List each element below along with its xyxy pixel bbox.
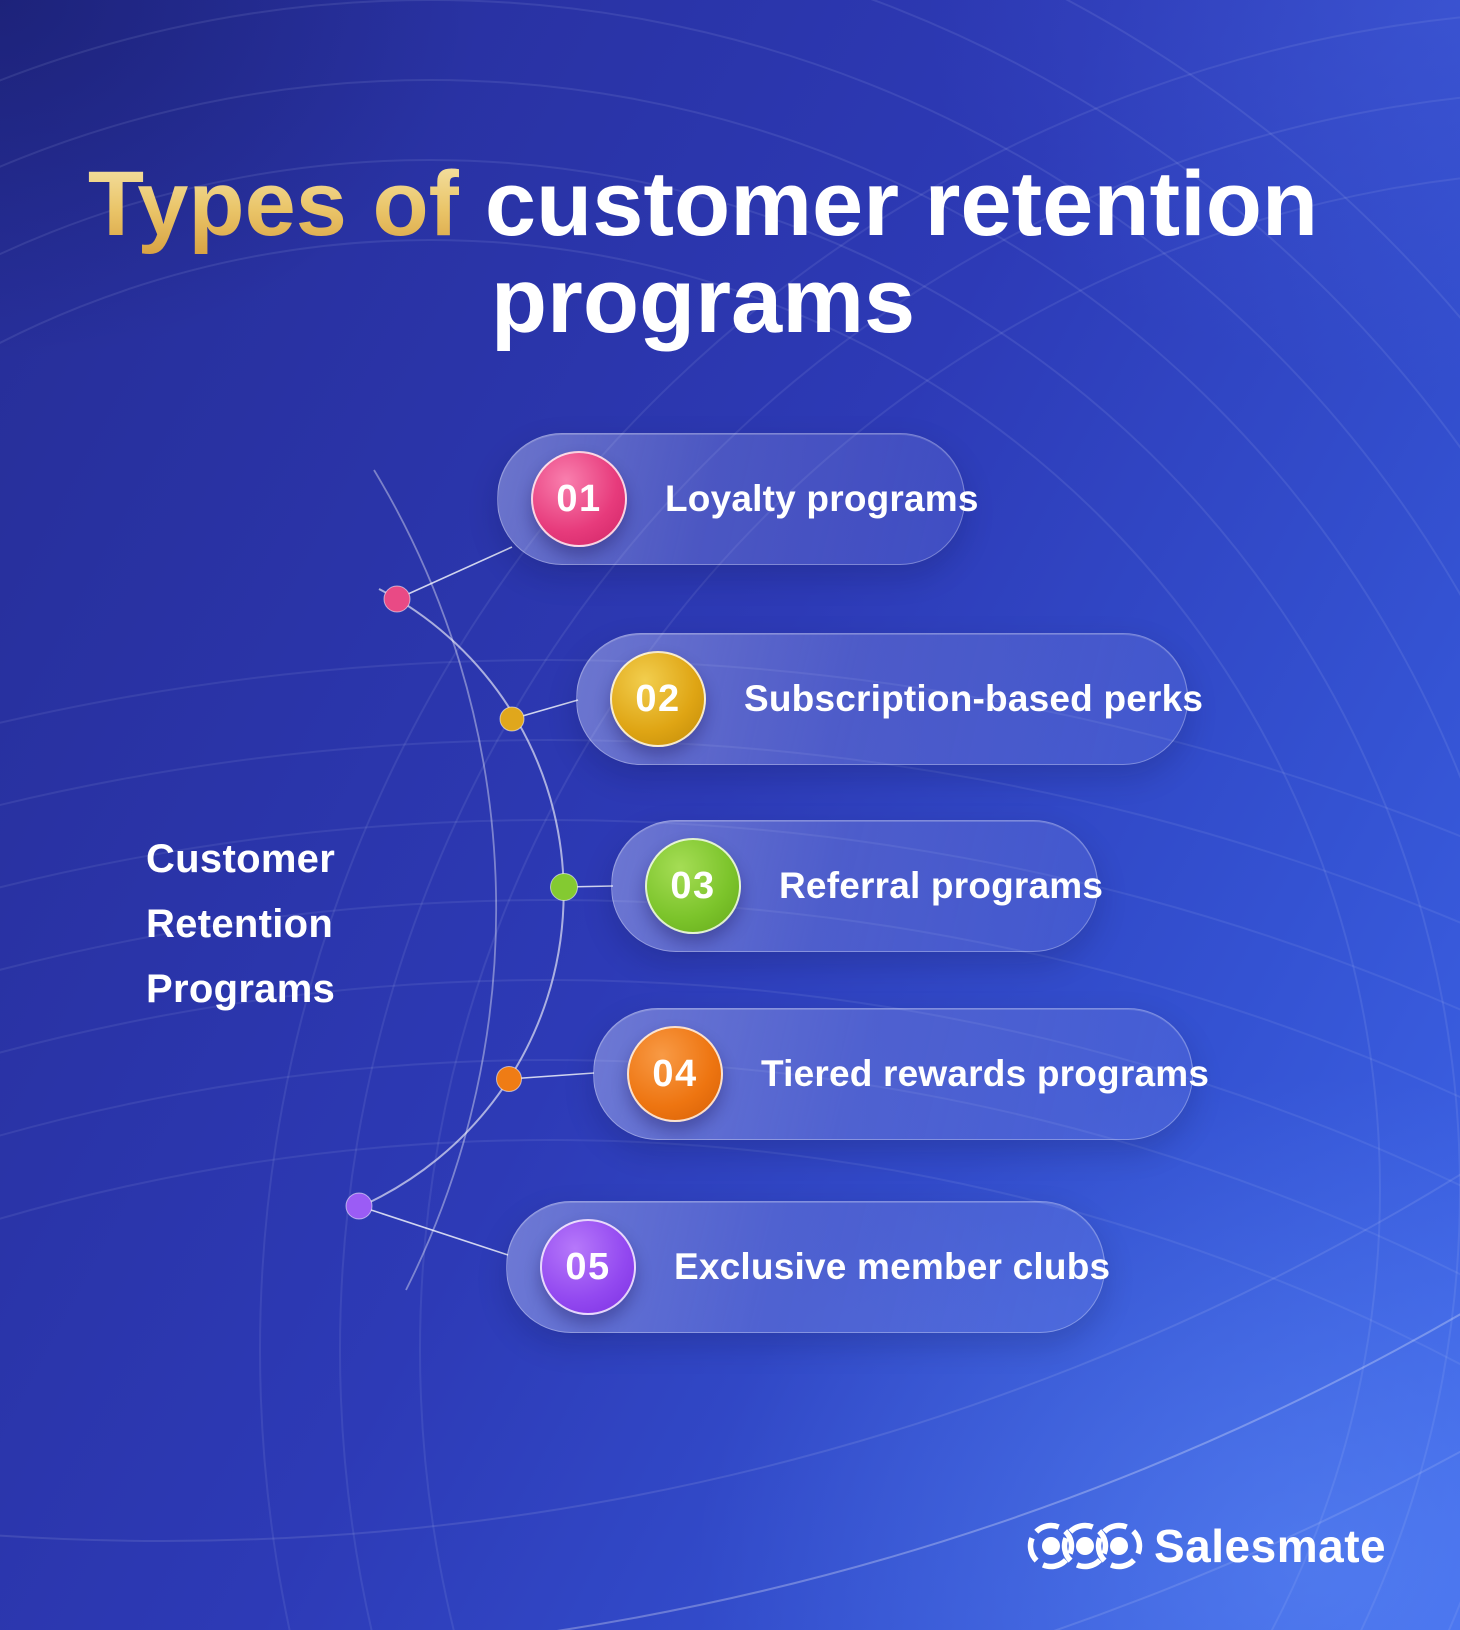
list-item-exclusive-clubs: 05 Exclusive member clubs [506, 1201, 1110, 1333]
item-number-badge: 04 [627, 1026, 723, 1122]
page-title-line2: programs [490, 249, 916, 352]
ripple-arcs-top-right [259, 16, 1460, 1630]
orbit-dot-4 [496, 1066, 522, 1092]
side-label-line3: Programs [146, 967, 336, 1011]
connector-line-5 [358, 1205, 509, 1256]
side-label-line1: Customer [146, 837, 336, 881]
item-label: Referral programs [779, 865, 1104, 906]
brand-name: Salesmate [1154, 1520, 1386, 1572]
connector-lines [358, 546, 614, 1256]
page-title-rest: customer retention [459, 152, 1319, 255]
list-item-subscription-perks: 02 Subscription-based perks [576, 633, 1203, 765]
chain-rings-logo-icon [1027, 1522, 1143, 1570]
page-title-gold: Types of [87, 152, 460, 255]
item-label: Exclusive member clubs [674, 1246, 1111, 1287]
list-item-referral-programs: 03 Referral programs [611, 820, 1103, 952]
item-number-badge: 01 [531, 451, 627, 547]
orbit-dot-2 [499, 706, 525, 732]
orbit-dots [345, 585, 578, 1220]
ripple-arcs-middle [0, 659, 1460, 1366]
item-number-badge: 05 [540, 1219, 636, 1315]
item-label: Subscription-based perks [744, 678, 1204, 719]
connector-line-1 [396, 546, 513, 600]
orbit-dot-5 [345, 1192, 373, 1220]
item-label: Tiered rewards programs [761, 1053, 1210, 1094]
dot-orbit-arc [356, 588, 565, 1209]
item-number-badge: 03 [645, 838, 741, 934]
item-number-badge: 02 [610, 651, 706, 747]
item-label: Loyalty programs [665, 478, 979, 519]
orbit-dot-1 [383, 585, 411, 613]
side-label: Customer Retention Programs [146, 827, 335, 1022]
orbit-dot-3 [550, 873, 578, 901]
list-item-loyalty-programs: 01 Loyalty programs [497, 433, 978, 565]
list-item-tiered-rewards: 04 Tiered rewards programs [593, 1008, 1209, 1140]
side-label-line2: Retention [146, 902, 334, 946]
brand-logo: Salesmate [1027, 1520, 1386, 1572]
connector-line-4 [508, 1072, 595, 1080]
